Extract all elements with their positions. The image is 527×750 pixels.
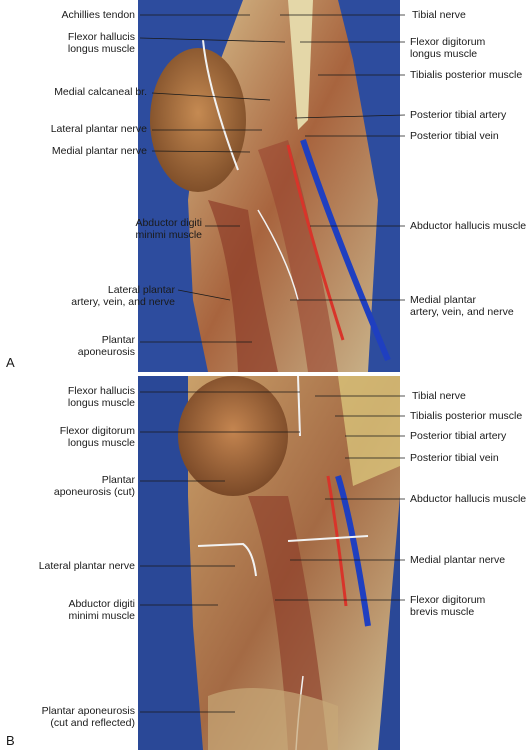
label-plantar-aponeurosis-reflected: Plantar aponeurosis (cut and reflected) — [41, 705, 135, 729]
label-flexor-hallucis-longus-a: Flexor hallucis longus muscle — [67, 31, 135, 55]
label-posterior-tibial-vein-b: Posterior tibial vein — [410, 452, 499, 464]
label-tibialis-posterior-b: Tibialis posterior muscle — [410, 410, 523, 422]
label-flexor-hallucis-longus-b: Flexor hallucis longus muscle — [67, 385, 135, 409]
label-abductor-digiti-minimi-a: Abductor digiti minimi muscle — [135, 217, 202, 241]
dissection-photo-b — [138, 376, 400, 750]
label-lateral-plantar-nerve-a: Lateral plantar nerve — [50, 123, 147, 135]
label-achillies-tendon: Achillies tendon — [61, 9, 135, 21]
label-medial-plantar-nerve-b: Medial plantar nerve — [410, 554, 506, 566]
label-lateral-plantar-nerve-b: Lateral plantar nerve — [38, 560, 135, 572]
label-tibial-nerve-b: Tibial nerve — [412, 390, 466, 402]
dissection-photo-a — [138, 0, 400, 372]
label-medial-plantar-nerve-a: Medial plantar nerve — [51, 145, 147, 157]
label-medial-calcaneal-br: Medial calcaneal br. — [54, 86, 147, 98]
panel-letter-b: B — [6, 733, 15, 748]
label-abductor-digiti-minimi-b: Abductor digiti minimi muscle — [68, 598, 135, 622]
label-flexor-digitorum-longus-a: Flexor digitorum longus muscle — [410, 36, 486, 60]
label-posterior-tibial-vein-a: Posterior tibial vein — [410, 130, 499, 142]
label-posterior-tibial-artery-b: Posterior tibial artery — [410, 430, 507, 442]
label-medial-plantar-artery-vein-nerve: Medial plantar artery, vein, and nerve — [410, 294, 514, 318]
label-abductor-hallucis-b: Abductor hallucis muscle — [410, 493, 527, 505]
label-flexor-digitorum-longus-b: Flexor digitorum longus muscle — [59, 425, 135, 449]
label-plantar-aponeurosis-cut: Plantar aponeurosis (cut) — [53, 474, 135, 498]
label-tibial-nerve-a: Tibial nerve — [412, 9, 466, 21]
label-lateral-plantar-artery-vein-nerve: Lateral plantar artery, vein, and nerve — [71, 284, 175, 308]
label-flexor-digitorum-brevis-b: Flexor digitorum brevis muscle — [410, 594, 486, 618]
panel-letter-a: A — [6, 355, 15, 370]
label-abductor-hallucis-a: Abductor hallucis muscle — [410, 220, 527, 232]
label-posterior-tibial-artery-a: Posterior tibial artery — [410, 109, 507, 121]
label-tibialis-posterior-a: Tibialis posterior muscle — [410, 69, 523, 81]
label-plantar-aponeurosis-a: Plantar aponeurosis — [77, 334, 135, 358]
